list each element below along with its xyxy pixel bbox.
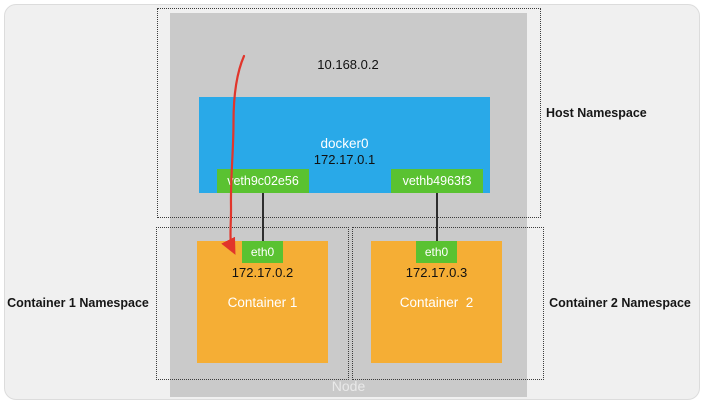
container1-namespace-label: Container 1 Namespace [7,296,149,310]
docker0-ip-label: 172.17.0.1 [313,152,376,167]
container2-eth0-label: eth0 [424,245,449,259]
container1-namespace-box [156,227,349,380]
container2-namespace-box [352,227,544,380]
container2-namespace-label: Container 2 Namespace [549,296,691,310]
container1-ip-label: 172.17.0.2 [231,265,294,280]
veth1-tab: veth9c02e56 [217,169,309,193]
container2-ip-label: 172.17.0.3 [405,265,468,280]
docker0-bridge-text: docker0 172.17.0.1 [199,136,490,168]
container2-name-label: Container 2 [399,295,474,310]
container2-eth0-tab: eth0 [416,241,457,263]
veth1-label: veth9c02e56 [227,174,299,188]
host-namespace-box [157,8,541,218]
container1-eth0-label: eth0 [250,245,275,259]
container1-name-label: Container 1 [227,295,298,310]
host-namespace-label: Host Namespace [546,106,647,120]
veth2-tab: vethb4963f3 [391,169,483,193]
node-label: Node [331,378,366,394]
container1-eth0-tab: eth0 [242,241,283,263]
docker0-name-label: docker0 [320,136,369,151]
veth1-eth0-connector-line [262,193,264,241]
veth2-eth0-connector-line [436,193,438,241]
host-ip-label: 10.168.0.2 [317,57,379,72]
veth2-label: vethb4963f3 [402,174,472,188]
